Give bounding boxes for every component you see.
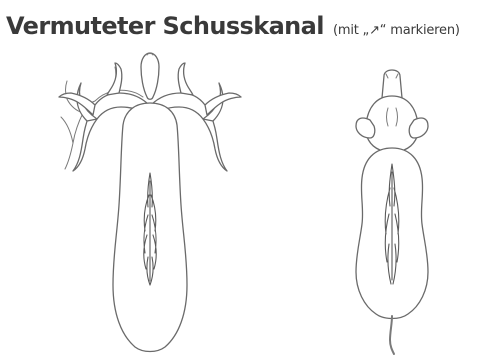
- deer-outline-icon[interactable]: [55, 45, 245, 356]
- title-text: Vermuteter Schusskanal: [6, 12, 324, 40]
- boar-outline-icon[interactable]: [340, 68, 450, 356]
- page-title: Vermuteter Schusskanal (mit „↗“ markiere…: [6, 14, 460, 38]
- title-hint: (mit „↗“ markieren): [333, 23, 460, 38]
